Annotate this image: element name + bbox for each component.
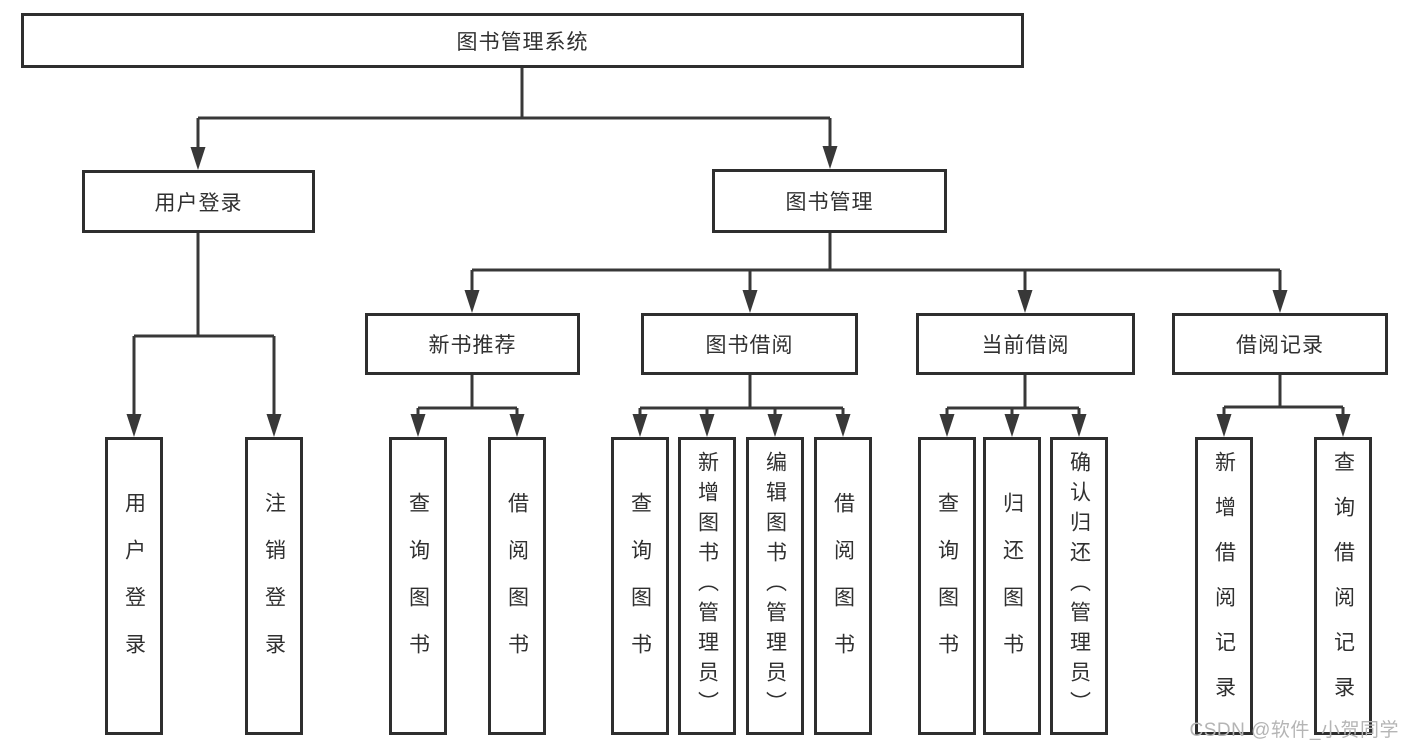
node-book-mgmt: 图书管理 xyxy=(712,169,947,233)
leaf-query-book-recommend-label: 查询图书 xyxy=(406,492,430,680)
connector-borrow-records-group xyxy=(1216,375,1351,437)
leaf-logout: 注销登录 xyxy=(245,437,303,735)
leaf-query-book-recommend: 查询图书 xyxy=(389,437,447,735)
leaf-query-book-borrow: 查询图书 xyxy=(611,437,669,735)
node-current-borrow: 当前借阅 xyxy=(916,313,1135,375)
connector-book-mgmt-branch xyxy=(464,233,1288,313)
leaf-borrow-book-recommend: 借阅图书 xyxy=(488,437,546,735)
node-new-book-recommend: 新书推荐 xyxy=(365,313,580,375)
node-borrow-records: 借阅记录 xyxy=(1172,313,1388,375)
leaf-query-book-current: 查询图书 xyxy=(918,437,976,735)
connector-book-borrow-group xyxy=(632,375,851,437)
node-new-book-recommend-label: 新书推荐 xyxy=(428,334,517,357)
connector-new-book-group xyxy=(410,375,525,437)
node-book-borrow-label: 图书借阅 xyxy=(705,334,794,357)
node-user-login-label: 用户登录 xyxy=(154,191,243,215)
leaf-confirm-return-admin: 确认归还（管理员） xyxy=(1050,437,1108,735)
node-book-mgmt-label: 图书管理 xyxy=(785,191,874,214)
leaf-borrow-book: 借阅图书 xyxy=(814,437,872,735)
leaf-confirm-return-admin-label: 确认归还（管理员） xyxy=(1067,451,1091,721)
leaf-add-book-admin: 新增图书（管理员） xyxy=(678,437,736,735)
leaf-edit-book-admin-label: 编辑图书（管理员） xyxy=(763,451,787,721)
leaf-logout-label: 注销登录 xyxy=(262,492,286,680)
leaf-user-login: 用户登录 xyxy=(105,437,163,735)
leaf-query-book-borrow-label: 查询图书 xyxy=(628,492,652,680)
leaf-query-book-current-label: 查询图书 xyxy=(935,492,959,680)
leaf-query-borrow-record: 查询借阅记录 xyxy=(1314,437,1372,735)
leaf-borrow-book-recommend-label: 借阅图书 xyxy=(505,492,529,680)
node-root-system: 图书管理系统 xyxy=(21,13,1024,68)
connector-root xyxy=(190,68,838,170)
leaf-borrow-book-label: 借阅图书 xyxy=(831,492,855,680)
leaf-edit-book-admin: 编辑图书（管理员） xyxy=(746,437,804,735)
connector-user-login-branch xyxy=(126,233,282,437)
leaf-add-borrow-record: 新增借阅记录 xyxy=(1195,437,1253,735)
leaf-user-login-label: 用户登录 xyxy=(122,492,146,680)
leaf-return-book-label: 归还图书 xyxy=(1000,492,1024,680)
leaf-return-book: 归还图书 xyxy=(983,437,1041,735)
node-root-label: 图书管理系统 xyxy=(456,30,589,54)
leaf-add-book-admin-label: 新增图书（管理员） xyxy=(695,451,719,721)
leaf-add-borrow-record-label: 新增借阅记录 xyxy=(1212,451,1236,721)
node-borrow-records-label: 借阅记录 xyxy=(1236,334,1324,357)
watermark-text: CSDN @软件_小贺同学 xyxy=(1189,720,1399,741)
node-book-borrow: 图书借阅 xyxy=(641,313,858,375)
connector-current-borrow-group xyxy=(939,375,1087,437)
node-user-login: 用户登录 xyxy=(82,170,315,233)
leaf-query-borrow-record-label: 查询借阅记录 xyxy=(1331,451,1355,721)
node-current-borrow-label: 当前借阅 xyxy=(981,334,1070,357)
